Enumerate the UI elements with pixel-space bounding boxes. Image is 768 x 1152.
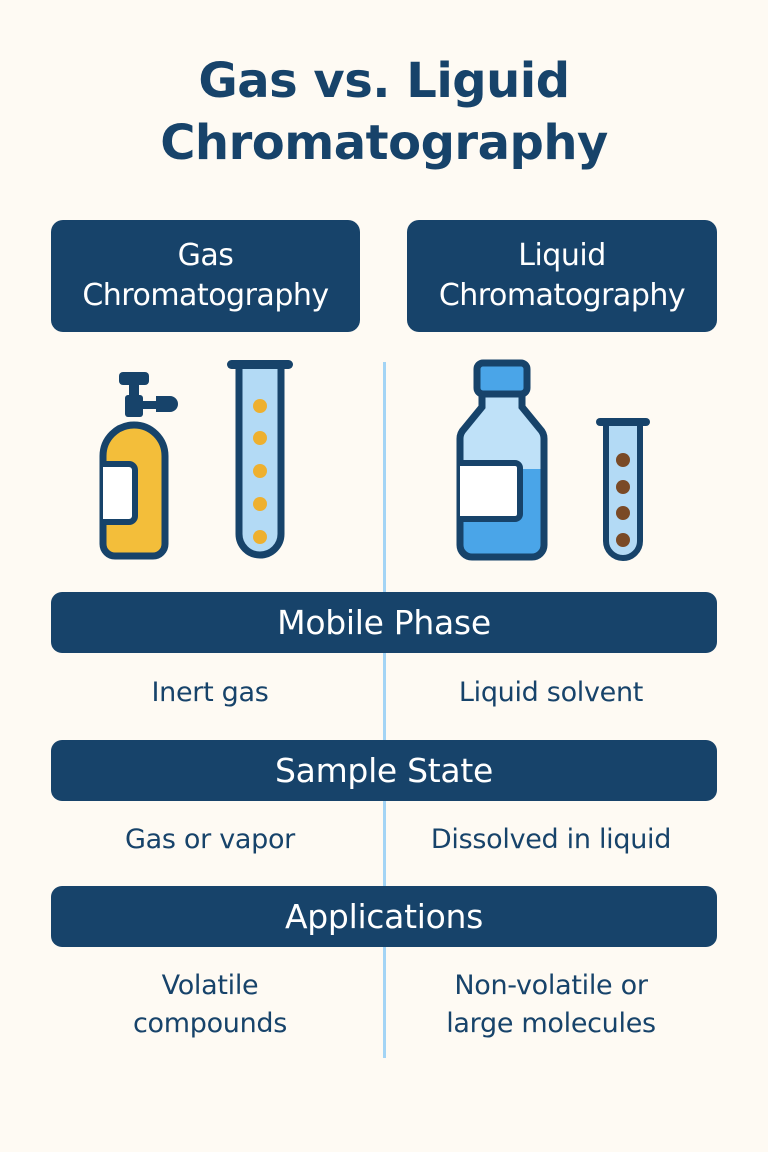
cell-line-1: Liquid solvent (458, 677, 644, 708)
title-line-2: Chromatography (160, 115, 608, 171)
cell-line-1: Dissolved in liquid (430, 824, 672, 855)
gas-cylinder-icon (99, 372, 178, 560)
section-bar-applications: Applications (51, 886, 717, 947)
cell-line-1: Non-volatile or (454, 970, 648, 1001)
header-line-2: Chromatography (82, 278, 329, 313)
liquid-chromatography-header: Liquid Chromatography (407, 220, 717, 332)
section-label: Applications (285, 897, 483, 936)
title-line-1: Gas vs. Liguid (198, 53, 570, 109)
cell-line-1: Volatile (161, 970, 259, 1001)
liquid-sample-state-value: Dissolved in liquid (392, 821, 710, 859)
section-bar-mobile-phase: Mobile Phase (51, 592, 717, 653)
solvent-bottle-icon (456, 359, 548, 561)
gas-mobile-phase-value: Inert gas (50, 674, 370, 712)
page-title: Gas vs. Liguid Chromatography (0, 50, 768, 174)
liquid-mobile-phase-value: Liquid solvent (392, 674, 710, 712)
header-line-1: Liquid (518, 238, 606, 273)
test-tube-yellow-dots-icon (227, 360, 293, 559)
cell-line-1: Gas or vapor (124, 824, 295, 855)
section-label: Sample State (275, 751, 493, 790)
gas-chromatography-header: Gas Chromatography (51, 220, 360, 332)
header-line-1: Gas (177, 238, 234, 273)
liquid-applications-value: Non-volatile or large molecules (392, 967, 710, 1043)
column-divider (383, 362, 386, 1058)
section-bar-sample-state: Sample State (51, 740, 717, 801)
gas-applications-value: Volatile compounds (50, 967, 370, 1043)
cell-line-2: compounds (132, 1008, 288, 1039)
cell-line-1: Inert gas (151, 677, 269, 708)
gas-sample-state-value: Gas or vapor (50, 821, 370, 859)
cell-line-2: large molecules (446, 1008, 656, 1039)
header-line-2: Chromatography (438, 278, 686, 313)
section-label: Mobile Phase (277, 603, 491, 642)
test-tube-brown-dots-icon (596, 418, 650, 561)
